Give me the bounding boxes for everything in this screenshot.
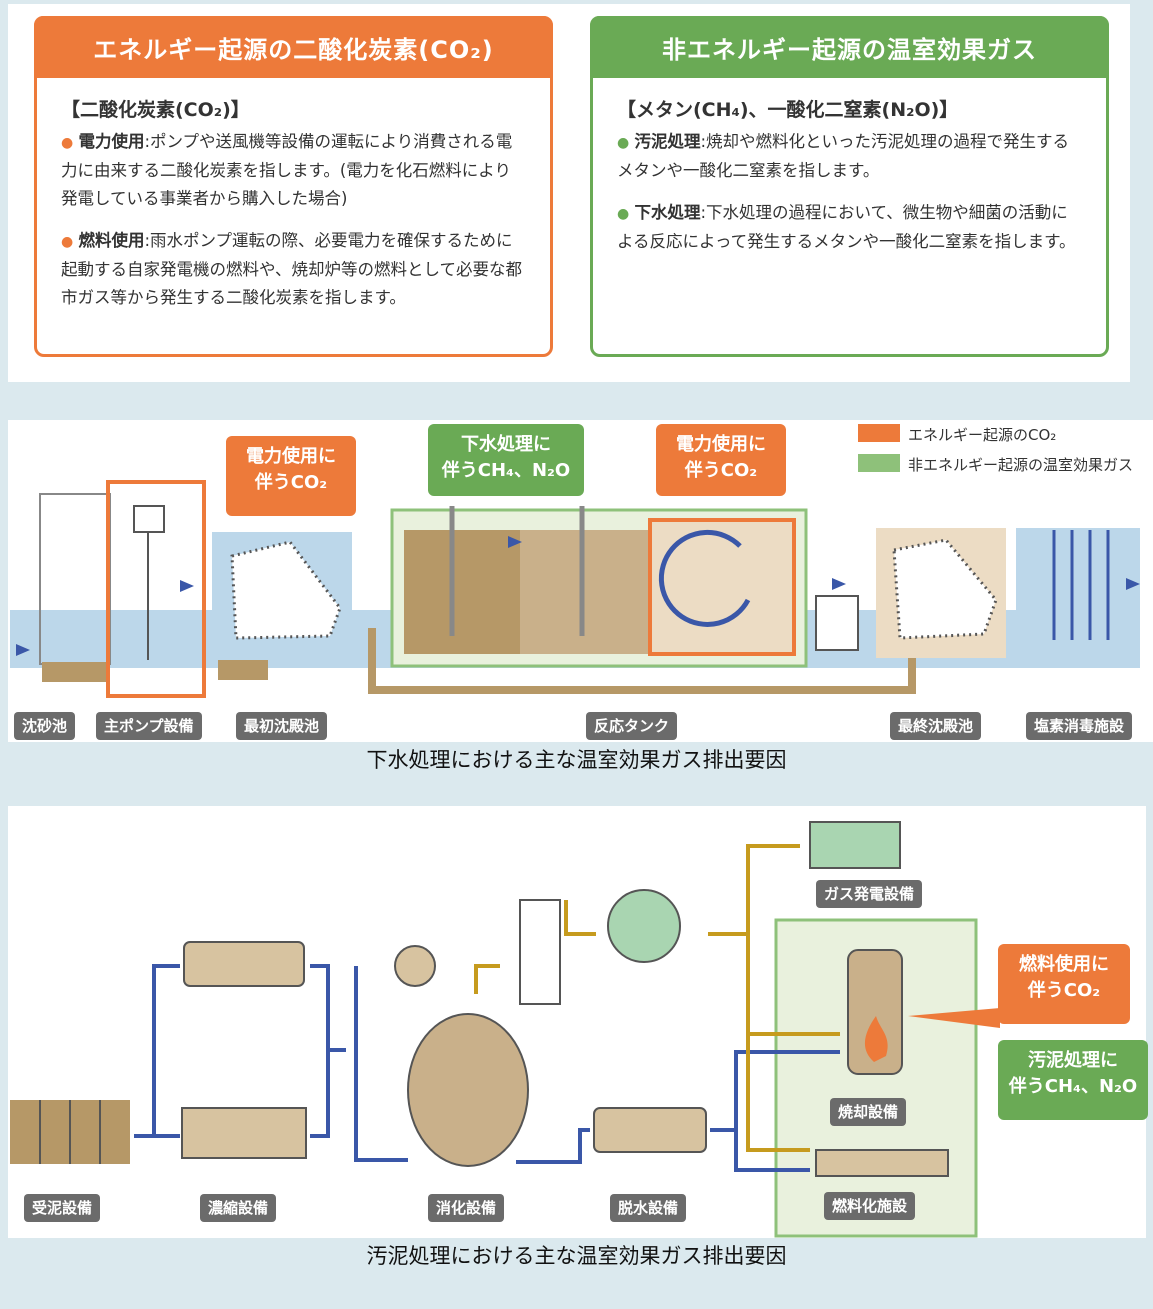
label-grit-chamber: 沈砂池 bbox=[14, 712, 76, 740]
legend-energy-swatch bbox=[858, 424, 900, 442]
primary-settler-scraper bbox=[230, 540, 342, 640]
thickener-screw bbox=[183, 941, 305, 987]
gas-generator bbox=[809, 821, 901, 869]
flow-arrows bbox=[16, 536, 1140, 656]
fuel-plant-drum bbox=[815, 1149, 949, 1177]
label-incineration: 焼却設備 bbox=[830, 1098, 907, 1126]
final-settler-scraper bbox=[892, 538, 998, 640]
aeration-circulation-arrow bbox=[658, 529, 751, 627]
energy-card: エネルギー起源の二酸化炭素(CO₂) 【二酸化炭素(CO₂)】 ● 電力使用:ポ… bbox=[34, 16, 553, 357]
digester-tank bbox=[407, 1013, 529, 1167]
digester-pump bbox=[394, 945, 436, 987]
label-dewatering: 脱水設備 bbox=[610, 1194, 687, 1222]
anaerobic-zone bbox=[404, 530, 520, 654]
fuel-callout-pointer bbox=[908, 1008, 1000, 1028]
sewage-caption: 下水処理における主な温室効果ガス排出要因 bbox=[366, 748, 787, 772]
label-chlorination: 塩素消毒施設 bbox=[1026, 712, 1133, 740]
sludge-caption: 汚泥処理における主な温室効果ガス排出要因 bbox=[366, 1244, 787, 1268]
incinerator bbox=[847, 949, 903, 1075]
callout-sludge-gas: 汚泥処理に 伴うCH₄、N₂O bbox=[998, 1040, 1148, 1120]
nonenergy-card-title: 非エネルギー起源の温室効果ガス bbox=[590, 16, 1109, 78]
energy-card-title: エネルギー起源の二酸化炭素(CO₂) bbox=[34, 16, 553, 78]
sludge-flow-lines bbox=[134, 964, 840, 1172]
thickener-belt bbox=[181, 1107, 307, 1159]
label-main-pump: 主ポンプ設備 bbox=[96, 712, 202, 740]
flame-icon bbox=[864, 1016, 888, 1062]
legend-nonenergy: 非エネルギー起源の温室効果ガス bbox=[908, 456, 1134, 474]
legend-nonenergy-swatch bbox=[858, 454, 900, 472]
label-fuel-plant: 燃料化施設 bbox=[824, 1192, 916, 1220]
energy-card-heading: 【二酸化炭素(CO₂)】 bbox=[61, 99, 250, 121]
label-thickening: 濃縮設備 bbox=[200, 1194, 277, 1222]
dewatering-screw bbox=[593, 1107, 707, 1153]
label-reaction-tank: 反応タンク bbox=[586, 712, 678, 740]
pump-highlight bbox=[106, 480, 206, 698]
return-sludge-line bbox=[368, 628, 916, 694]
callout-power-aeration: 電力使用に 伴うCO₂ bbox=[656, 424, 786, 496]
energy-item-power: ● 電力使用:ポンプや送風機等設備の運転により消費される電力に由来する二酸化炭素… bbox=[61, 132, 513, 208]
label-final-settler: 最終沈殿池 bbox=[890, 712, 982, 740]
anoxic-zone bbox=[520, 530, 650, 654]
energy-item-fuel: ● 燃料使用:雨水ポンプ運転の際、必要電力を確保するために起動する自家発電機の燃… bbox=[61, 231, 523, 307]
label-gas-generation: ガス発電設備 bbox=[816, 880, 923, 908]
legend-energy: エネルギー起源のCO₂ bbox=[908, 426, 1057, 444]
gas-holder bbox=[607, 889, 681, 963]
label-digestion: 消化設備 bbox=[428, 1194, 505, 1222]
nonenergy-card: 非エネルギー起源の温室効果ガス 【メタン(CH₄)、一酸化二窒素(N₂O)】 ●… bbox=[590, 16, 1109, 357]
sewage-diagram bbox=[10, 424, 1140, 698]
sludge-diagram bbox=[10, 821, 1000, 1238]
label-receiving: 受泥設備 bbox=[24, 1194, 101, 1222]
blower bbox=[815, 595, 859, 651]
label-primary-settler: 最初沈殿池 bbox=[236, 712, 328, 740]
nonenergy-item-sludge: ● 汚泥処理:焼却や燃料化といった汚泥処理の過程で発生するメタンや一酸化二窒素を… bbox=[617, 132, 1070, 180]
callout-power-pump: 電力使用に 伴うCO₂ bbox=[226, 436, 356, 516]
nonenergy-card-heading: 【メタン(CH₄)、一酸化二窒素(N₂O)】 bbox=[617, 99, 959, 121]
callout-sewage-gas: 下水処理に 伴うCH₄、N₂O bbox=[428, 424, 584, 496]
gas-flow-lines bbox=[474, 844, 840, 1152]
aerobic-zone bbox=[648, 518, 796, 656]
chlorination-tank bbox=[1016, 528, 1140, 648]
callout-fuel: 燃料使用に 伴うCO₂ bbox=[998, 944, 1130, 1024]
desulfurizer bbox=[519, 899, 561, 1005]
nonenergy-item-sewage: ● 下水処理:下水処理の過程において、微生物や細菌の活動による反応によって発生す… bbox=[617, 203, 1076, 251]
